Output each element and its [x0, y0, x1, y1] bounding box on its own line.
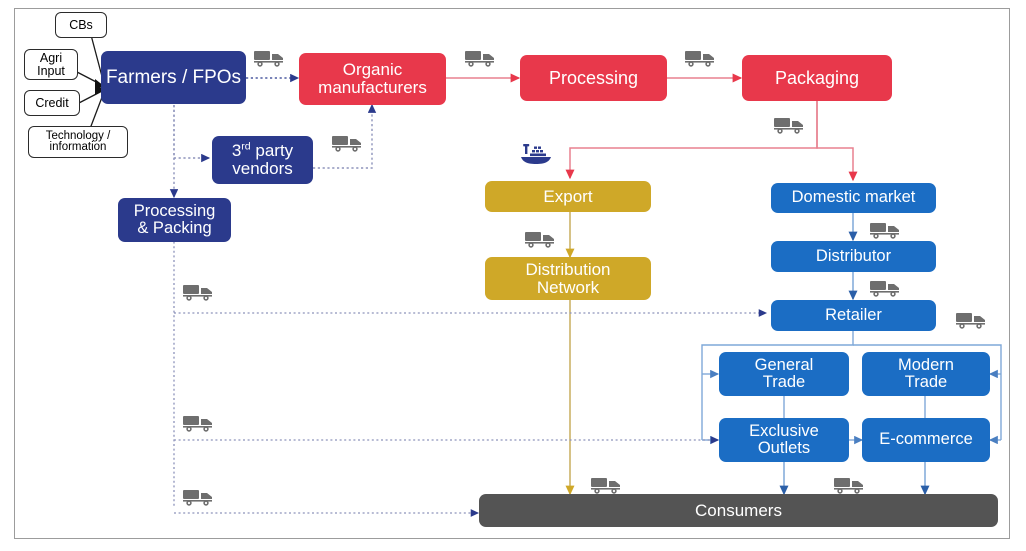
- truck-icon: [332, 136, 361, 152]
- truck-icon: [183, 416, 212, 432]
- truck-icon: [183, 285, 212, 301]
- truck-icon: [591, 478, 620, 494]
- node-e-commerce[interactable]: E-commerce: [862, 418, 990, 462]
- node-label-general-trade: General Trade: [754, 355, 814, 391]
- node-distributor[interactable]: Distributor: [771, 241, 936, 272]
- truck-icon: [774, 118, 803, 134]
- input-box-cbs[interactable]: CBs: [55, 12, 107, 38]
- node-processing[interactable]: Processing: [520, 55, 667, 101]
- node-distribution-network[interactable]: Distribution Network: [485, 257, 651, 300]
- input-label-cbs: CBs: [69, 17, 93, 32]
- node-organic-manufacturers[interactable]: Organic manufacturers: [299, 53, 446, 105]
- node-label-farmers-fpos: Farmers / FPOs: [105, 66, 242, 88]
- truck-icon: [870, 281, 899, 297]
- truck-icon: [183, 490, 212, 506]
- node-label-third-party-vendors: 3rd party vendors: [231, 140, 294, 178]
- node-label-exclusive-outlets: Exclusive Outlets: [749, 421, 819, 457]
- node-packaging[interactable]: Packaging: [742, 55, 892, 101]
- node-farmers-fpos[interactable]: Farmers / FPOs: [101, 51, 246, 104]
- truck-icon: [525, 232, 554, 248]
- node-label-retailer: Retailer: [825, 305, 882, 324]
- node-retailer[interactable]: Retailer: [771, 300, 936, 331]
- node-third-party-vendors[interactable]: 3rd party vendors: [212, 136, 313, 184]
- node-label-processing: Processing: [548, 67, 639, 88]
- node-label-distribution-network: Distribution Network: [525, 259, 611, 297]
- input-label-credit: Credit: [35, 95, 69, 110]
- truck-icon: [465, 51, 494, 67]
- node-label-domestic-market: Domestic market: [791, 188, 916, 207]
- input-box-credit[interactable]: Credit: [24, 90, 80, 116]
- node-label-distributor: Distributor: [815, 246, 892, 265]
- node-export[interactable]: Export: [485, 181, 651, 212]
- node-label-consumers: Consumers: [695, 500, 782, 520]
- input-label-technology-information: Technology / information: [45, 129, 111, 153]
- node-label-packaging: Packaging: [774, 67, 860, 88]
- node-consumers[interactable]: Consumers: [479, 494, 998, 527]
- input-label-agri-input: Agri Input: [37, 51, 65, 78]
- node-label-e-commerce: E-commerce: [879, 430, 973, 449]
- truck-icon: [870, 223, 899, 239]
- truck-icon: [685, 51, 714, 67]
- truck-icon: [834, 478, 863, 494]
- node-label-organic-manufacturers: Organic manufacturers: [318, 60, 427, 97]
- node-label-processing-packing: Processing & Packing: [133, 201, 216, 237]
- ship-icon: [521, 144, 551, 164]
- input-box-agri-input[interactable]: Agri Input: [24, 49, 78, 80]
- node-label-modern-trade: Modern Trade: [898, 355, 954, 391]
- node-modern-trade[interactable]: Modern Trade: [862, 352, 990, 396]
- node-general-trade[interactable]: General Trade: [719, 352, 849, 396]
- node-domestic-market[interactable]: Domestic market: [771, 183, 936, 213]
- diagram-frame: [14, 8, 1010, 539]
- truck-icon: [254, 51, 283, 67]
- input-box-technology-information[interactable]: Technology / information: [28, 126, 128, 158]
- node-processing-packing[interactable]: Processing & Packing: [118, 198, 231, 242]
- node-exclusive-outlets[interactable]: Exclusive Outlets: [719, 418, 849, 462]
- node-label-export: Export: [543, 186, 593, 206]
- truck-icon: [956, 313, 985, 329]
